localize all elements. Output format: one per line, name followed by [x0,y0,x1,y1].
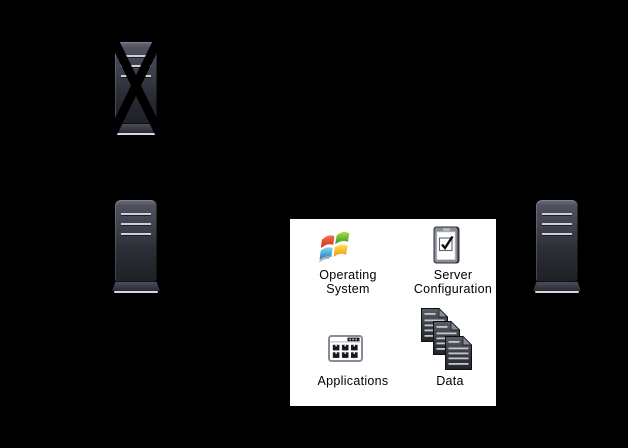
applications-window-icon [328,335,363,362]
server-base-edge [535,291,579,293]
server-base [112,282,160,291]
server-slot-line [542,223,572,225]
server-configuration-icon [433,226,460,264]
server-icon-left [112,200,160,293]
server-base [112,124,160,133]
server-slot-line [121,55,151,57]
server-base [533,282,581,291]
windows-logo-icon [319,231,350,263]
server-base-edge [114,133,158,135]
server-contents-panel: Operating System Server Configuration Ap… [290,219,496,406]
server-slot-line [542,213,572,215]
server-configuration-label: Server Configuration [413,268,493,296]
server-slot-line [542,233,572,235]
server-base-edge [114,291,158,293]
operating-system-label: Operating System [319,268,377,296]
server-slot-line [121,213,151,215]
data-documents-icon [421,308,473,370]
server-icon-crossed-out [104,27,168,144]
server-slot-line [121,233,151,235]
server-icon-right [533,200,581,293]
data-label: Data [436,374,464,388]
applications-label: Applications [317,374,389,388]
server-slot-line [121,223,151,225]
server-slot-line [121,65,151,67]
